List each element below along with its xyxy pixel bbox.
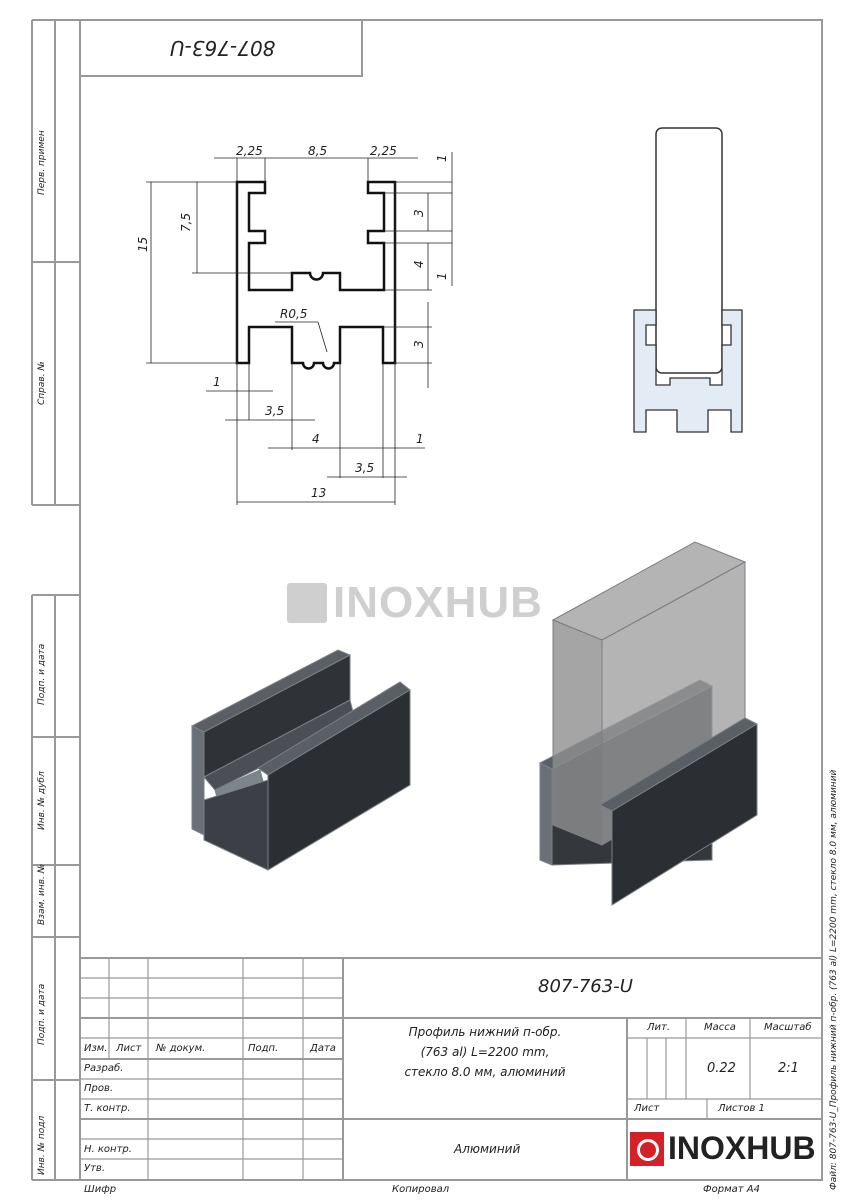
hdr-list: Лист xyxy=(116,1043,142,1054)
footer-copied: Копировал xyxy=(392,1184,450,1195)
dim-height-total: 15 xyxy=(136,237,150,252)
dim-bot-3-5a: 3,5 xyxy=(265,404,284,418)
hdr-date: Дата xyxy=(310,1043,336,1054)
scale-label: Масштаб xyxy=(764,1022,812,1033)
title-code: 807-763-U xyxy=(538,976,633,997)
dim-right-1a: 1 xyxy=(435,154,449,162)
sheets-label: Листов 1 xyxy=(718,1103,765,1114)
dim-right-3b: 3 xyxy=(412,340,426,348)
hdr-izm: Изм. xyxy=(84,1043,108,1054)
scale-value: 2:1 xyxy=(778,1061,799,1076)
dim-right-4: 4 xyxy=(412,260,426,268)
role-utv: Утв. xyxy=(84,1163,105,1174)
designation-rotated: 807-763-U xyxy=(170,36,276,60)
dim-bot-4: 4 xyxy=(312,432,320,446)
profile-with-glass-3d-view xyxy=(538,541,759,906)
lit-label: Лит. xyxy=(647,1022,671,1033)
footer-format: Формат A4 xyxy=(703,1184,760,1195)
footer-cipher: Шифр xyxy=(84,1184,117,1195)
description-line-2: (763 al) L=2200 mm, xyxy=(420,1045,550,1059)
role-razrab: Разраб. xyxy=(84,1063,124,1074)
description-line-1: Профиль нижний п-обр. xyxy=(408,1025,562,1039)
logo-mark-icon xyxy=(630,1131,664,1166)
strip-label-inv-dubl: Инв. № дубл xyxy=(37,771,47,830)
inoxhub-logo: INOXHUB xyxy=(630,1130,816,1167)
role-prov: Пров. xyxy=(84,1083,114,1094)
strip-label-podp1: Подп. и дата xyxy=(37,643,47,705)
strip-label-perv: Перв. примен xyxy=(37,130,47,195)
description-line-3: стекло 8.0 мм, алюминий xyxy=(404,1065,566,1079)
dim-bot-1b: 1 xyxy=(416,432,424,446)
file-label: Файл: 807-763-U_Профиль нижний п-обр. (7… xyxy=(829,769,839,1190)
profile-side-section xyxy=(633,309,743,433)
glass-pane xyxy=(655,127,723,374)
role-tkontr: Т. контр. xyxy=(84,1103,131,1114)
title-description: Профиль нижний п-обр. (763 al) L=2200 mm… xyxy=(343,1022,627,1082)
strip-label-podp2: Подп. и дата xyxy=(37,983,47,1045)
dim-bot-3-5b: 3,5 xyxy=(355,461,374,475)
dim-top-right: 2,25 xyxy=(370,144,397,158)
strip-label-sprav: Справ. № xyxy=(37,361,47,405)
watermark-logo-icon xyxy=(287,583,327,623)
dim-right-1b: 1 xyxy=(435,272,449,280)
dim-right-3a: 3 xyxy=(412,209,426,217)
mass-label: Масса xyxy=(704,1022,736,1033)
material: Алюминий xyxy=(454,1142,521,1156)
hdr-doc: № докум. xyxy=(156,1043,206,1054)
strip-label-vzam: Взам. инв. № xyxy=(37,863,47,925)
strip-label-inv-podl: Инв. № подл xyxy=(37,1115,47,1175)
dim-top-mid: 8,5 xyxy=(308,144,327,158)
dim-channel: 7,5 xyxy=(179,213,193,232)
dim-width-total: 13 xyxy=(311,486,326,500)
dim-radius: R0,5 xyxy=(280,307,307,321)
dim-bot-1: 1 xyxy=(213,375,221,389)
watermark: INOXHUB xyxy=(287,578,543,628)
role-nkontr: Н. контр. xyxy=(84,1144,132,1155)
hdr-podp: Подп. xyxy=(248,1043,279,1054)
dim-top-left: 2,25 xyxy=(236,144,263,158)
sheet-label: Лист xyxy=(634,1103,660,1114)
profile-3d-view xyxy=(190,649,411,871)
mass-value: 0.22 xyxy=(707,1061,736,1076)
